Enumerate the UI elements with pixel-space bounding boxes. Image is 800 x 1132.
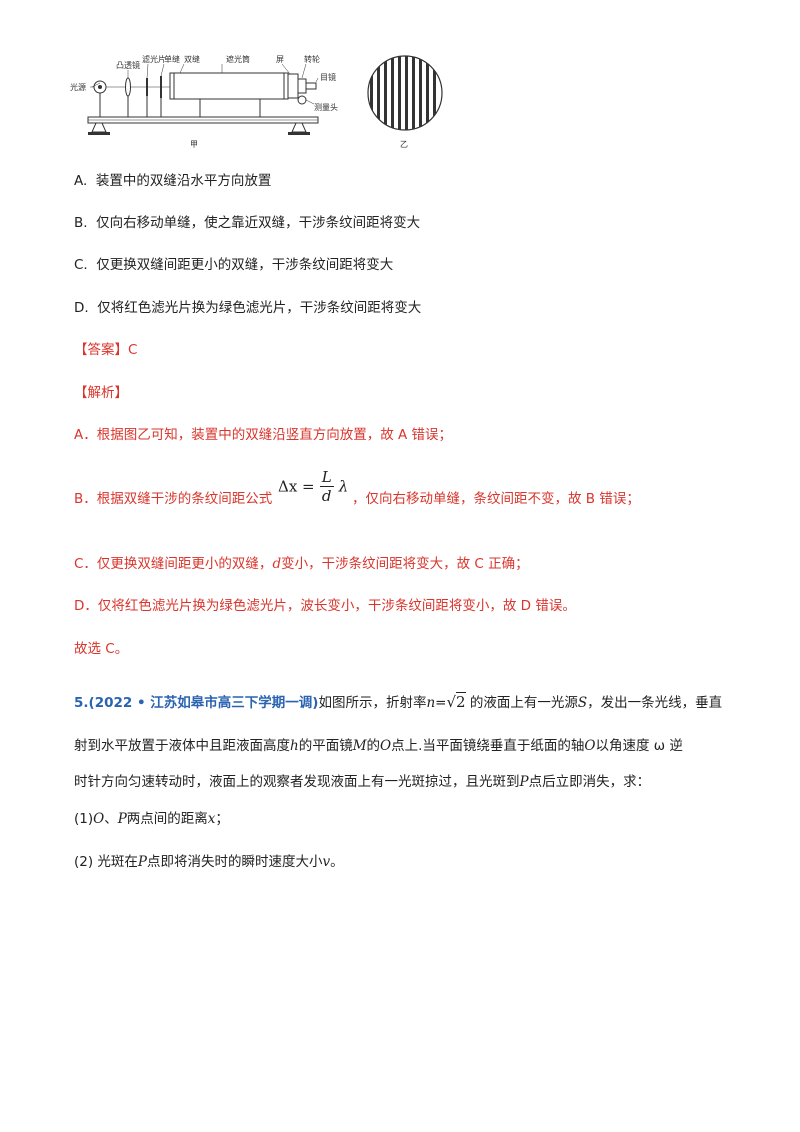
label-wheel: 转轮 — [304, 54, 320, 64]
option-a-letter: A. — [74, 173, 88, 189]
problem5-m: M — [352, 738, 367, 754]
analysis-conclusion: 故选 C。 — [74, 641, 129, 657]
option-a-text: 装置中的双缝沿水平方向放置 — [95, 173, 272, 189]
analysis-b-pre: B．根据双缝干涉的条纹间距公式 — [74, 491, 273, 507]
q2-b: 点即将消失时的瞬时速度大小 — [147, 854, 323, 870]
problem5-source: 5.(2022 • 江苏如皋市高三下学期一调) — [74, 695, 319, 711]
option-b-letter: B. — [74, 215, 88, 231]
problem5-question1: (1)O、P两点间的距离x； — [74, 809, 229, 829]
label-double-slit: 双缝 — [184, 54, 200, 64]
analysis-d: D．仅将红色滤光片换为绿色滤光片，波长变小，干涉条纹间距将变小，故 D 错误。 — [74, 598, 576, 614]
problem5-line3: 时针方向匀速转动时，液面上的观察者发现液面上有一光斑掠过，且光斑到P点后立即消失… — [74, 772, 650, 792]
answer-line: 【答案】C — [74, 340, 137, 360]
option-d-text: 仅将红色滤光片换为绿色滤光片，干涉条纹间距将变大 — [97, 300, 422, 316]
q1-p: P — [117, 811, 127, 827]
problem5-p3b: 点后立即消失，求： — [528, 774, 651, 790]
caption-left: 甲 — [190, 140, 198, 149]
label-eyepiece: 目镜 — [320, 72, 336, 82]
option-c: C. 仅更换双缝间距更小的双缝，干涉条纹间距将变大 — [74, 255, 393, 275]
problem5-n: n — [426, 695, 436, 711]
label-measuring-head: 测量头 — [314, 102, 338, 112]
analysis-a: A．根据图乙可知，装置中的双缝沿竖直方向放置，故 A 错误； — [74, 427, 453, 443]
sqrt-sign: √ — [446, 693, 457, 711]
problem5-p2b: 的平面镜 — [298, 738, 353, 754]
q1-d: ； — [215, 811, 229, 827]
problem5-p1c: ，发出一条光线，垂直 — [587, 695, 723, 711]
problem5-line2: 射到水平放置于液体中且距液面高度h的平面镜M的O点上.当平面镜绕垂直于纸面的轴O… — [74, 736, 683, 756]
label-tube: 遮光筒 — [226, 54, 250, 64]
q2-p: P — [137, 854, 148, 870]
option-b-text: 仅向右移动单缝，使之靠近双缝，干涉条纹间距将变大 — [96, 215, 421, 231]
problem5-p1b: 的液面上有一光源 — [469, 695, 578, 711]
fringe-pattern-figure: 乙 — [367, 55, 443, 149]
caption-right: 乙 — [400, 140, 408, 149]
problem5-p2e: 以角速度 ω 逆 — [595, 738, 683, 754]
option-d-letter: D. — [74, 300, 89, 316]
option-a: A. 装置中的双缝沿水平方向放置 — [74, 171, 271, 191]
formula-fraction: L d — [319, 468, 334, 505]
formula-numerator: L — [319, 468, 334, 487]
problem5-h: h — [290, 738, 299, 754]
formula-lhs: Δx = — [278, 477, 315, 496]
problem5-sqrt: √2 — [446, 692, 466, 711]
problem5-p2d: 点上.当平面镜绕垂直于纸面的轴 — [391, 738, 585, 754]
sqrt-value: 2 — [456, 692, 466, 711]
option-c-text: 仅更换双缝间距更小的双缝，干涉条纹间距将变大 — [96, 257, 394, 273]
analysis-label: 【解析】 — [74, 385, 128, 401]
analysis-b-post: ，仅向右移动单缝，条纹间距不变，故 B 错误； — [352, 491, 640, 507]
q1-a: (1) — [74, 811, 94, 827]
q1-c: 两点间的距离 — [126, 811, 208, 827]
problem5-s: S — [577, 695, 588, 711]
apparatus-figure: 光源 凸透镜 滤光片 单缝 双缝 遮光筒 屏 转轮 目镜 测量头 甲 — [70, 54, 338, 149]
label-light-source: 光源 — [70, 82, 86, 92]
q2-a: (2) 光斑在 — [74, 854, 138, 870]
formula-lambda: λ — [338, 477, 349, 496]
problem5-question2: (2) 光斑在P点即将消失时的瞬时速度大小v。 — [74, 852, 344, 872]
analysis-c-var: d — [272, 556, 282, 572]
interference-formula: Δx = L d λ — [278, 468, 348, 505]
q1-x: x — [207, 811, 216, 827]
q1-o: O — [93, 811, 105, 827]
q1-b: 、 — [104, 811, 118, 827]
q2-v: v — [322, 854, 331, 870]
problem5-p3a: 时针方向匀速转动时，液面上的观察者发现液面上有一光斑掠过，且光斑到 — [74, 774, 520, 790]
q2-c: 。 — [330, 854, 344, 870]
analysis-c: C．仅更换双缝间距更小的双缝，d变小，干涉条纹间距将变大，故 C 正确； — [74, 554, 529, 574]
problem5-p2a: 射到水平放置于液体中且距液面高度 — [74, 738, 290, 754]
label-screen: 屏 — [276, 55, 284, 64]
answer-label: 【答案】 — [74, 342, 128, 358]
option-b: B. 仅向右移动单缝，使之靠近双缝，干涉条纹间距将变大 — [74, 213, 420, 233]
problem5-p1a: 如图所示，折射率 — [318, 695, 427, 711]
problem5-o2: O — [584, 738, 596, 754]
option-c-letter: C. — [74, 257, 88, 273]
problem5-eq: = — [435, 695, 447, 711]
problem5-p: P — [519, 774, 529, 790]
analysis-c-pre: C．仅更换双缝间距更小的双缝， — [74, 556, 273, 572]
problem5-o: O — [380, 738, 392, 754]
problem5-line1: 5.(2022 • 江苏如皋市高三下学期一调)如图所示，折射率n=√2 的液面上… — [74, 692, 722, 713]
label-lens: 凸透镜 — [116, 60, 140, 70]
label-single-slit: 单缝 — [164, 54, 180, 64]
analysis-c-post: 变小，干涉条纹间距将变大，故 C 正确； — [281, 556, 529, 572]
problem5-p2c: 的 — [366, 738, 381, 754]
answer-value: C — [128, 342, 138, 358]
option-d: D. 仅将红色滤光片换为绿色滤光片，干涉条纹间距将变大 — [74, 298, 421, 318]
label-filter: 滤光片 — [142, 54, 166, 64]
formula-denominator: d — [321, 487, 332, 505]
